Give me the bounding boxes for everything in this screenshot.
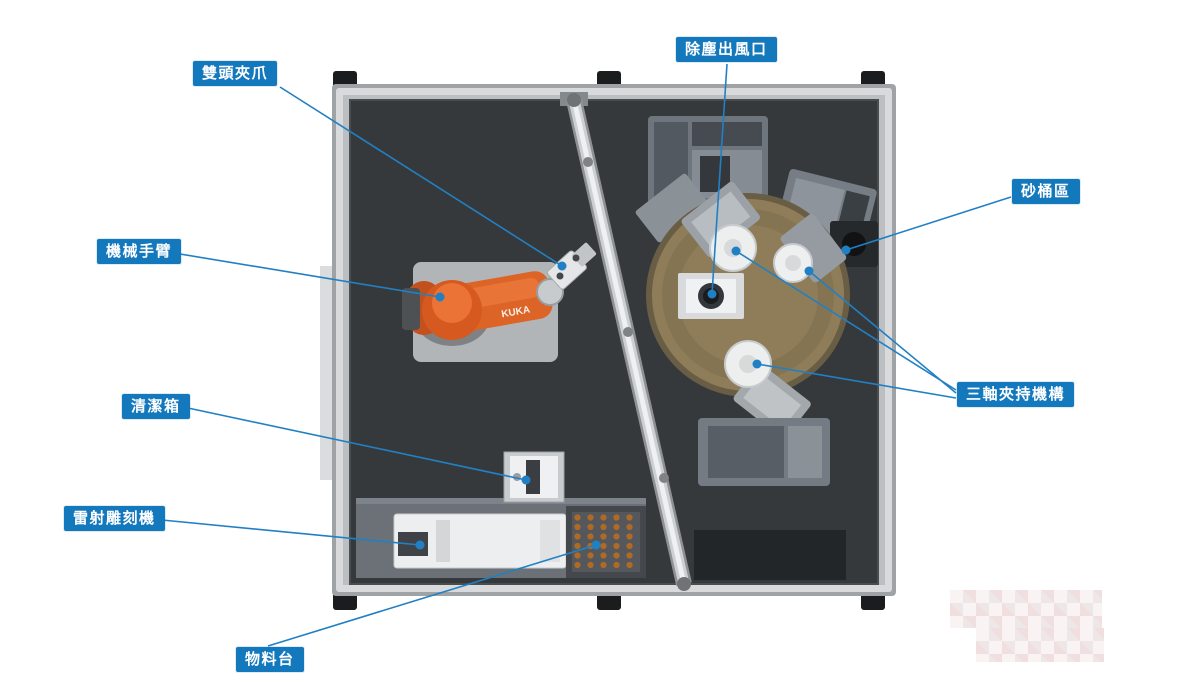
cleaning-box xyxy=(503,451,565,503)
material-table xyxy=(566,506,646,578)
label-sand-bucket-area: 砂桶區 xyxy=(1012,179,1080,204)
leader-line-cleaning-box xyxy=(187,407,527,481)
label-material-table: 物料台 xyxy=(236,647,304,672)
leader-line-double-head-gripper xyxy=(279,86,563,267)
leader-line-dust-air-outlet xyxy=(711,63,728,295)
double-head-gripper xyxy=(547,242,597,290)
label-cleaning-box: 清潔箱 xyxy=(122,394,190,419)
label-three-axis-clamp: 三軸夾持機構 xyxy=(957,382,1075,407)
linear-rail xyxy=(560,92,692,591)
leader-line-sand-bucket-area xyxy=(845,196,1012,251)
leader-line-robot-arm xyxy=(173,252,441,298)
leader-line-material-table xyxy=(267,544,597,647)
label-dust-air-outlet: 除塵出風口 xyxy=(676,37,777,62)
label-double-head-gripper: 雙頭夾爪 xyxy=(193,61,278,86)
leader-line-three-axis-3 xyxy=(756,363,957,399)
clamp-station-right xyxy=(773,214,847,283)
interior-edge xyxy=(349,99,879,585)
leader-line-three-axis-1 xyxy=(735,250,957,391)
label-laser-engraver: 雷射雕刻機 xyxy=(64,506,165,531)
bottom-right-cabinet xyxy=(694,530,846,580)
watermark-mosaic xyxy=(976,628,1104,662)
leader-line-three-axis-2 xyxy=(808,270,957,394)
robot-brand-text: KUKA xyxy=(501,305,531,321)
leader-dots xyxy=(415,245,851,550)
robot-arm: KUKA xyxy=(402,242,597,362)
leader-line-laser-engraver xyxy=(161,519,421,546)
label-robot-arm: 機械手臂 xyxy=(97,239,182,264)
watermark-mosaic xyxy=(950,590,1102,628)
leader-lines xyxy=(161,63,1012,647)
bottom-right-machine xyxy=(698,418,830,486)
